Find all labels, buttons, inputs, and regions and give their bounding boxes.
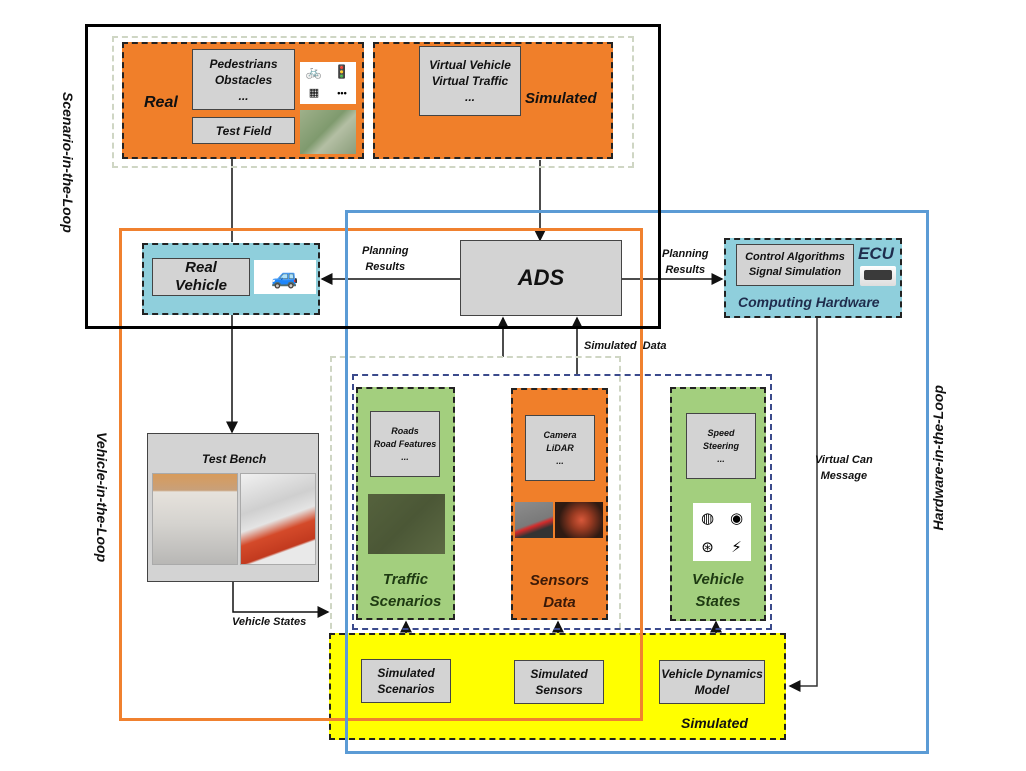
camera-photo <box>515 502 553 538</box>
ecu-board-icon <box>860 266 896 286</box>
car-photo: 🚙 <box>254 260 316 294</box>
real-vehicle-label: Real Vehicle <box>152 258 250 296</box>
test-bench-photo-right <box>240 473 316 565</box>
turbo-icon: ◉ <box>729 509 744 527</box>
vehicle-states-items: Speed Steering ... <box>686 413 756 479</box>
simulated-object-line: Virtual Vehicle <box>429 58 511 72</box>
real-label: Real <box>144 94 178 111</box>
test-field-aerial-photo <box>300 110 356 154</box>
vehicle-states-edge-label: Vehicle States <box>232 616 307 628</box>
real-vehicle-box: Real Vehicle 🚙 <box>142 243 320 315</box>
brake-disc-icon: ⊛ <box>701 538 714 556</box>
real-vehicle-line: Vehicle <box>175 277 227 294</box>
simulated-scenario-box: Virtual Vehicle Virtual Traffic ... Simu… <box>373 42 613 159</box>
test-bench-photo-left <box>152 473 238 565</box>
barrier-icon: ▦ <box>308 87 320 99</box>
cyclist-icon: 🚲 <box>305 64 323 79</box>
traffic-light-icon: 🚦 <box>333 64 351 79</box>
real-object-line: Pedestrians <box>209 56 278 71</box>
more-icon: ••• <box>337 88 347 98</box>
simulated-data-label: Simulated Data <box>584 340 667 352</box>
scenario-sources-group <box>112 36 634 168</box>
real-object-icons: 🚲 🚦 ▦ ••• <box>300 62 356 104</box>
real-vehicle-line: Real <box>185 259 217 276</box>
test-bench-box: Test Bench <box>147 433 319 582</box>
scenario-in-the-loop-label: Scenario-in-the-Loop <box>60 92 76 233</box>
ecu-badge: ECU <box>858 244 894 263</box>
engine-icon: ⚡ <box>731 538 742 556</box>
road-map-photo <box>368 494 445 554</box>
vehicle-in-the-loop-label: Vehicle-in-the-Loop <box>94 432 110 563</box>
simulated-object-line: Virtual Traffic <box>431 74 509 88</box>
hardware-loop-data-group <box>352 374 772 630</box>
simulated-bottom-label: Simulated <box>681 715 748 731</box>
real-objects-box: Pedestrians Obstacles ... <box>192 49 295 110</box>
computing-hardware-label: Computing Hardware <box>738 294 880 310</box>
simulated-objects-box: Virtual Vehicle Virtual Traffic ... <box>419 46 521 116</box>
simulated-object-line: ... <box>464 90 475 104</box>
test-bench-title: Test Bench <box>202 452 267 466</box>
ads-box: ADS <box>460 240 622 316</box>
hardware-in-the-loop-label: Hardware-in-the-Loop <box>930 385 946 531</box>
lidar-photo <box>555 502 603 538</box>
vehicle-state-icons: ◍ ◉ ⊛ ⚡ <box>693 503 751 561</box>
sensors-data-items: Camera LiDAR ... <box>525 415 595 481</box>
real-object-line: Obstacles <box>214 72 273 87</box>
real-scenario-box: Real Pedestrians Obstacles ... 🚲 🚦 ▦ •••… <box>122 42 364 159</box>
traffic-scenarios-items: Roads Road Features ... <box>370 411 440 477</box>
simulated-label: Simulated <box>525 90 597 107</box>
steering-wheel-icon: ◍ <box>700 509 715 527</box>
test-field-box: Test Field <box>192 117 295 144</box>
real-object-line: ... <box>238 88 249 103</box>
